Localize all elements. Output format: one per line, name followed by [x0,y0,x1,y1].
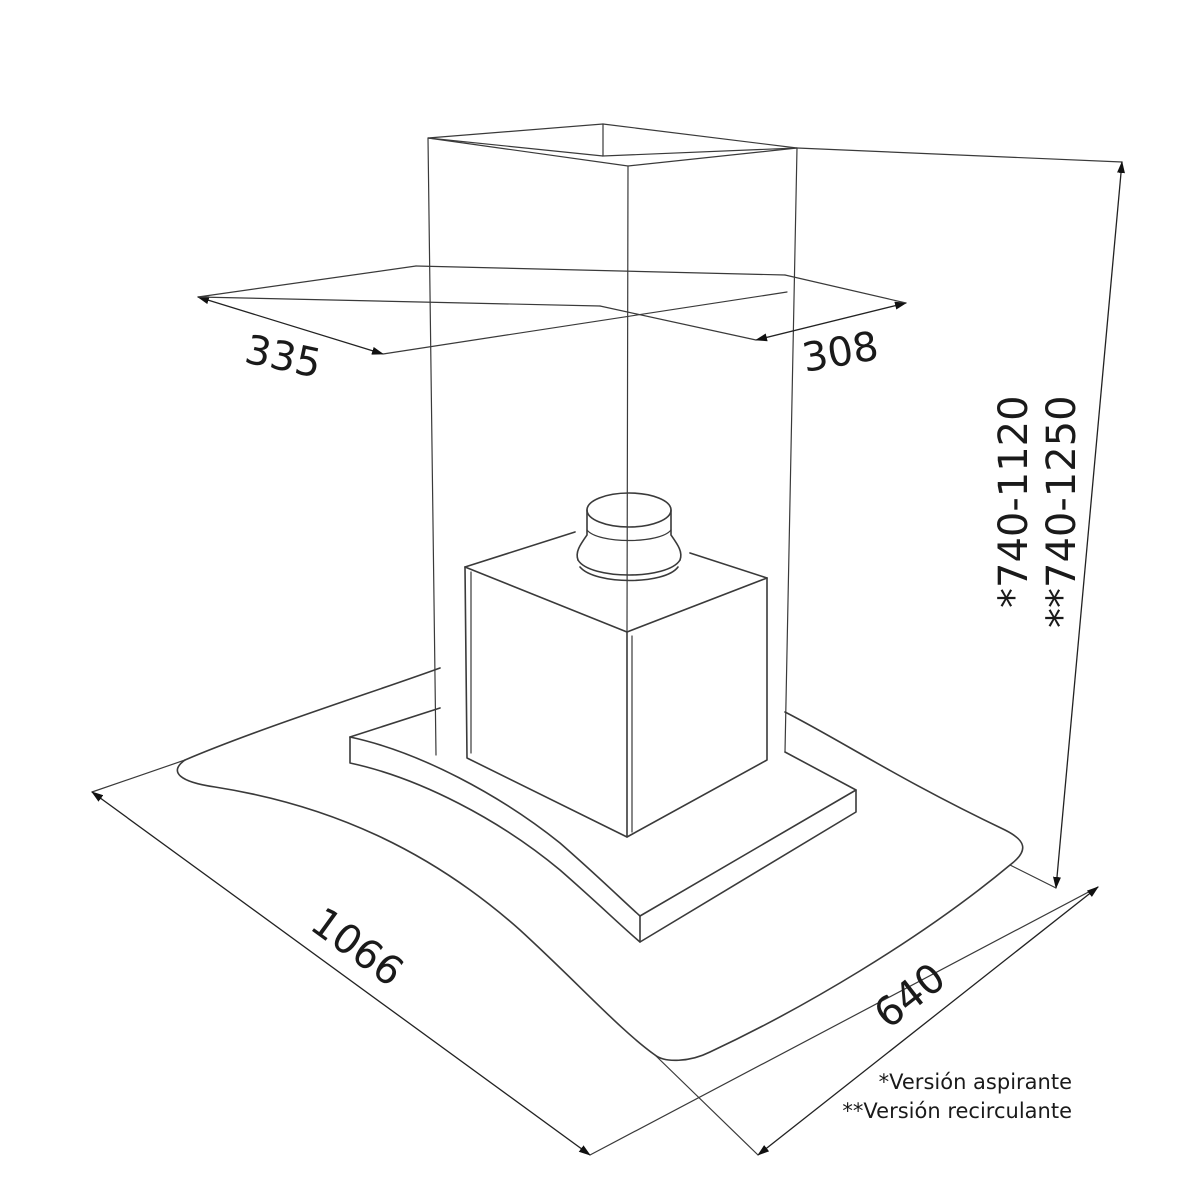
dimension-chimney-depth: 335 [197,265,788,388]
note-aspirante: *Versión aspirante [878,1070,1072,1094]
version-notes: *Versión aspirante **Versión recirculant… [842,1068,1072,1126]
label-canopy-width: 1066 [302,899,411,996]
motor-housing [464,531,768,838]
dimension-total-height: *740-1120 **740-1250 [796,147,1125,889]
exhaust-collar [576,492,682,582]
label-canopy-depth: 640 [866,955,954,1038]
chimney [427,123,798,756]
note-recirculante: **Versión recirculante [842,1099,1072,1123]
label-chimney-width: 308 [799,323,882,382]
label-height-aspirante: *740-1120 [991,395,1037,608]
label-chimney-depth: 335 [241,327,325,388]
label-height-recirculante: **740-1250 [1039,395,1085,628]
